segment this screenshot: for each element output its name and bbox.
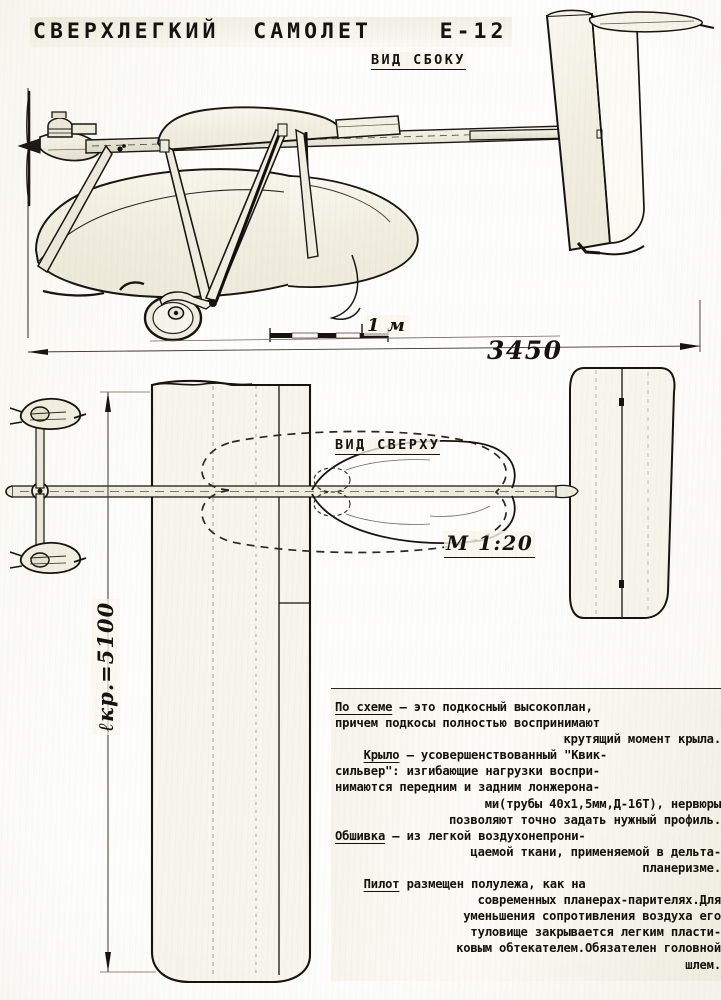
description-line: ковым обтекателем.Обязателен головной	[456, 941, 721, 956]
vertical-fin	[545, 9, 645, 256]
main-wheel	[143, 291, 217, 342]
description-line: сильвер": изгибающие нагрузки воспри-	[335, 764, 600, 779]
scale-label: М 1:20	[444, 531, 536, 558]
span-dimension-label: ℓкр.=5100	[92, 598, 120, 735]
description-line: По схеме – это подкосный высокоплан,	[335, 700, 593, 714]
description-line: туловище закрывается легким пласти-	[470, 925, 721, 940]
description-line: крутящий момент крыла.	[563, 732, 721, 747]
description-line: шлем.	[685, 957, 721, 972]
wing-side-profile	[157, 106, 401, 151]
scale-bar-label: 1 м	[364, 315, 409, 336]
description-keyword: Крыло	[363, 748, 400, 763]
description-line: цаемой ткани, применяемой в дельта-	[470, 844, 721, 859]
description-line: ми(трубы 40х1,5мм,Д-16Т), нервюры	[484, 796, 721, 811]
wing-struts	[37, 123, 319, 303]
length-dimension-label: 3450	[487, 336, 563, 365]
description-line: нимаются передним и задним лонжерона-	[335, 780, 600, 795]
description-keyword: По схеме	[335, 700, 393, 714]
length-dimension-line	[27, 300, 701, 355]
page-title: СВЕРХЛЕГКИЙ САМОЛЕТ Е-12	[30, 17, 513, 47]
wing-planform	[150, 379, 312, 984]
engine-nacelle	[17, 111, 102, 162]
description-keyword: Обшивка	[335, 828, 386, 843]
description-line: причем подкосы полностью воспринимают	[335, 716, 600, 731]
horizontal-stabilizer-top	[555, 367, 676, 619]
description-line: позволяют точно задать нужный профиль.	[448, 812, 721, 827]
description-line: Крыло – усовершенствованный "Квик-	[363, 748, 608, 763]
description-keyword: Пилот	[363, 877, 400, 892]
description-line: современных планерах-парителях.Для	[477, 893, 721, 908]
description-line: уменьшения сопротивления воздуха его	[463, 909, 721, 924]
side-view-label: ВИД СБОКУ	[371, 52, 466, 70]
horizontal-stabilizer-side	[588, 11, 715, 33]
description-line: Обшивка – из легкой воздухонепрони-	[335, 828, 586, 843]
fuselage-boom-top	[5, 485, 651, 498]
propeller-top	[9, 397, 87, 574]
description-paragraph: По схеме – это подкосный высокоплан, прич…	[335, 699, 721, 747]
rear-fairing	[287, 175, 419, 320]
description-paragraph: Крыло – усовершенствованный "Квик-сильве…	[335, 747, 721, 827]
top-view-label: ВИД СВЕРХУ	[335, 437, 441, 455]
description-line: Пилот размещен полулежа, как на	[363, 877, 586, 892]
description-text-block: По схеме – это подкосный высокоплан, прич…	[331, 688, 721, 981]
description-paragraph: Обшивка – из легкой воздухонепрони-цаемо…	[335, 828, 721, 876]
description-line: планеризме.	[642, 860, 721, 875]
